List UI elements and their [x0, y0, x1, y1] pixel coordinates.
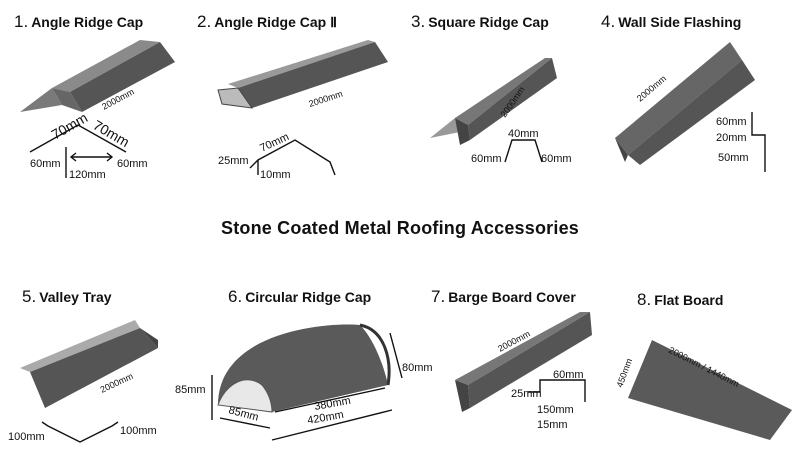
- dim-label: 60mm: [117, 158, 148, 170]
- dim-label: 50mm: [718, 152, 749, 164]
- item-4-title: 4.Wall Side Flashing: [601, 12, 742, 31]
- dim-label: 2000mm: [308, 89, 344, 109]
- item-3-title: 3.Square Ridge Cap: [411, 12, 549, 31]
- dim-label: 25mm: [511, 388, 542, 400]
- dim-label: 85mm: [175, 384, 206, 396]
- circular-ridge-cap-drawing: [211, 323, 403, 441]
- dim-label: 450mm: [614, 357, 634, 389]
- dim-label: 60mm: [716, 116, 747, 128]
- item-5-title: 5.Valley Tray: [22, 287, 112, 306]
- dim-label: 60mm: [471, 153, 502, 165]
- dim-label: 20mm: [716, 132, 747, 144]
- dim-label: 10mm: [260, 169, 291, 181]
- flat-board-drawing: [628, 340, 792, 440]
- item-1-title: 1.Angle Ridge Cap: [14, 12, 144, 31]
- dim-label: 80mm: [402, 362, 433, 374]
- dim-label: 70mm: [49, 109, 91, 142]
- item-6-title: 6.Circular Ridge Cap: [228, 287, 372, 306]
- dim-label: 15mm: [537, 419, 568, 431]
- item-2-title: 2.Angle Ridge Cap Ⅱ: [197, 12, 337, 31]
- dim-label: 60mm: [30, 158, 61, 170]
- dim-label: 25mm: [218, 155, 249, 167]
- dim-label: 120mm: [69, 169, 106, 181]
- dim-label: 40mm: [508, 128, 539, 140]
- wall-side-flashing-drawing: [615, 42, 766, 172]
- item-7-title: 7.Barge Board Cover: [431, 287, 576, 306]
- dim-label: 60mm: [541, 153, 572, 165]
- dim-label: 100mm: [120, 425, 157, 437]
- valley-tray-drawing: [20, 320, 158, 443]
- angle-ridge-cap-ii-drawing: [217, 40, 388, 176]
- dim-label: 60mm: [553, 369, 584, 381]
- dim-label: 70mm: [91, 117, 133, 150]
- item-8-title: 8.Flat Board: [637, 290, 724, 309]
- square-ridge-cap-drawing: [430, 58, 557, 163]
- page-heading: Stone Coated Metal Roofing Accessories: [220, 218, 579, 238]
- dim-label: 100mm: [8, 431, 45, 443]
- angle-ridge-cap-drawing: [20, 40, 175, 178]
- dim-label: 420mm: [306, 409, 344, 427]
- barge-board-cover-drawing: [455, 312, 592, 412]
- dim-label: 150mm: [537, 404, 574, 416]
